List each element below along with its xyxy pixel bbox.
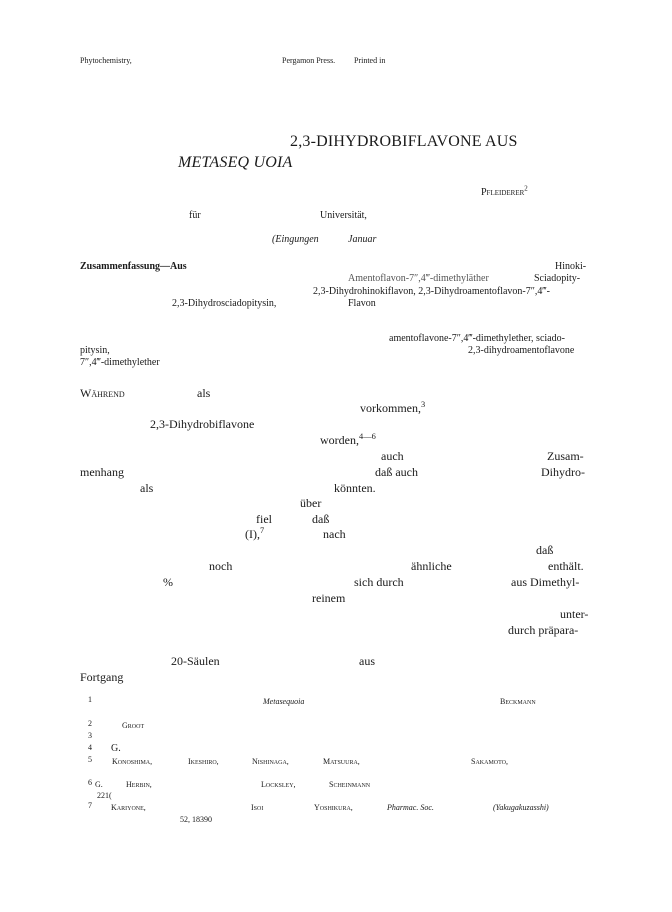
summary-label: Zusammenfassung—Aus xyxy=(80,261,187,272)
body-word: reinem xyxy=(312,591,346,605)
summary-text: Sciadopity- xyxy=(534,273,581,284)
body-word: worden,4—6 xyxy=(320,432,376,447)
body-word: könnten. xyxy=(334,481,376,495)
body-word: aus xyxy=(359,654,375,668)
article-title-genus: METASEQ UOIA xyxy=(178,154,293,171)
footnote-author: Beckmann xyxy=(500,697,536,706)
footnote-author: Groot xyxy=(122,721,145,730)
publisher: Pergamon Press. xyxy=(282,56,336,65)
footnote-author: Sakamoto, xyxy=(471,757,509,766)
body-word: als xyxy=(140,481,154,495)
footnote-author: Konoshima, xyxy=(112,757,153,766)
footnote-number: 5 xyxy=(88,755,92,764)
affiliation-fuer: für xyxy=(189,210,201,221)
body-word: vorkommen,3 xyxy=(360,400,426,415)
footnote-author: Isoi xyxy=(251,803,264,812)
footnote-number: 7 xyxy=(88,801,92,810)
body-word: auch xyxy=(381,449,404,463)
footnote-author: Nishinaga, xyxy=(252,757,289,766)
body-word: Während xyxy=(80,386,125,400)
footnote-author: G. xyxy=(111,743,121,754)
body-word: als xyxy=(197,386,211,400)
footnote-number: 2 xyxy=(88,719,92,728)
printed-in: Printed in xyxy=(354,56,386,65)
footnote-author: Yoshikura, xyxy=(314,803,353,812)
summary-text: 2,3-Dihydrohinokiflavon, 2,3-Dihydroamen… xyxy=(313,286,550,297)
abstract-text: pitysin, xyxy=(80,345,110,356)
footnote-author: Scheinmann xyxy=(329,780,371,789)
body-word: menhang xyxy=(80,465,124,479)
received-label: (Eingungen xyxy=(272,234,319,245)
body-word: Dihydro- xyxy=(541,465,585,479)
footnote-journal: Pharmac. Soc. xyxy=(387,803,434,812)
body-word: 2,3-Dihydrobiflavone xyxy=(150,417,255,431)
summary-text: Hinoki- xyxy=(555,261,587,272)
abstract-text: 7″,4‴-dimethylether xyxy=(80,357,160,368)
article-title: 2,3-DIHYDROBIFLAVONE AUS xyxy=(290,133,518,150)
body-word: Fortgang xyxy=(80,670,124,684)
body-word: durch präpara- xyxy=(508,623,579,637)
footnote-number: 4 xyxy=(88,743,92,752)
body-word: noch xyxy=(209,559,233,573)
summary-text: 2,3-Dihydrosciadopitysin, xyxy=(172,298,277,309)
abstract-text: 2,3-dihydroamentoflavone xyxy=(468,345,575,356)
footnote-author: G. xyxy=(95,780,103,789)
body-word: daß xyxy=(536,543,554,557)
footnote-text: 221( xyxy=(97,791,112,800)
footnote-author: Herbin, xyxy=(126,780,152,789)
footnote-number: 6 xyxy=(88,778,92,787)
body-word: % xyxy=(163,575,173,589)
body-word: daß xyxy=(312,512,330,526)
body-word: 20-Säulen xyxy=(171,654,220,668)
footnote-volume: 52, 18390 xyxy=(180,815,212,824)
body-word: Zusam- xyxy=(547,449,584,463)
footnote-author: Kariyone, xyxy=(111,803,146,812)
summary-text: Flavon xyxy=(348,298,376,309)
received-month: Januar xyxy=(348,234,377,245)
body-word: (I),7 xyxy=(245,526,265,541)
footnote-author: Matsuura, xyxy=(323,757,360,766)
body-word: aus Dimethyl- xyxy=(511,575,580,589)
footnote-number: 1 xyxy=(88,695,92,704)
summary-text: Amentoflavon-7″,4‴-dimethyläther xyxy=(348,273,489,284)
footnote-number: 3 xyxy=(88,731,92,740)
body-word: über xyxy=(300,496,322,510)
body-word: ähnliche xyxy=(411,559,452,573)
footnote-journal: (Yakugakuzasshi) xyxy=(493,803,549,812)
footnote-text: Metasequoia xyxy=(263,697,305,706)
abstract-text: amentoflavone-7″,4‴-dimethylether, sciad… xyxy=(389,333,565,344)
body-word: nach xyxy=(323,527,346,541)
body-word: sich durch xyxy=(354,575,404,589)
body-word: enthält. xyxy=(548,559,584,573)
journal-name: Phytochemistry, xyxy=(80,56,132,65)
body-word: unter- xyxy=(560,607,589,621)
affiliation-university: Universität, xyxy=(320,210,367,221)
body-word: fiel xyxy=(256,512,272,526)
body-word: daß auch xyxy=(375,465,418,479)
footnote-author: Locksley, xyxy=(261,780,296,789)
author-name: Pfleiderer2 xyxy=(481,184,528,198)
footnote-author: Ikeshiro, xyxy=(188,757,219,766)
